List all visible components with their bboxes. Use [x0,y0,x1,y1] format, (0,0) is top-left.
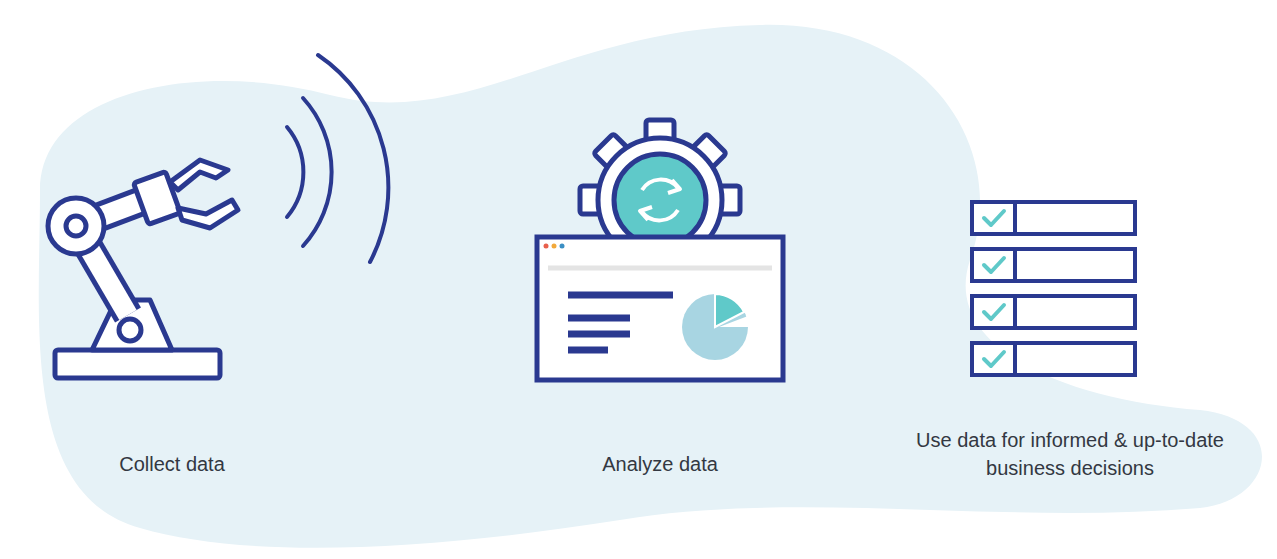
dashboard-window [537,237,783,380]
signal-waves [287,55,388,262]
step-caption: Collect data [42,450,302,478]
step-caption: Analyze data [530,450,790,478]
step-caption: Use data for informed & up-to-date busin… [915,426,1225,482]
robot-arm [48,160,238,378]
checklist [972,202,1135,375]
background-blob [39,25,1262,548]
